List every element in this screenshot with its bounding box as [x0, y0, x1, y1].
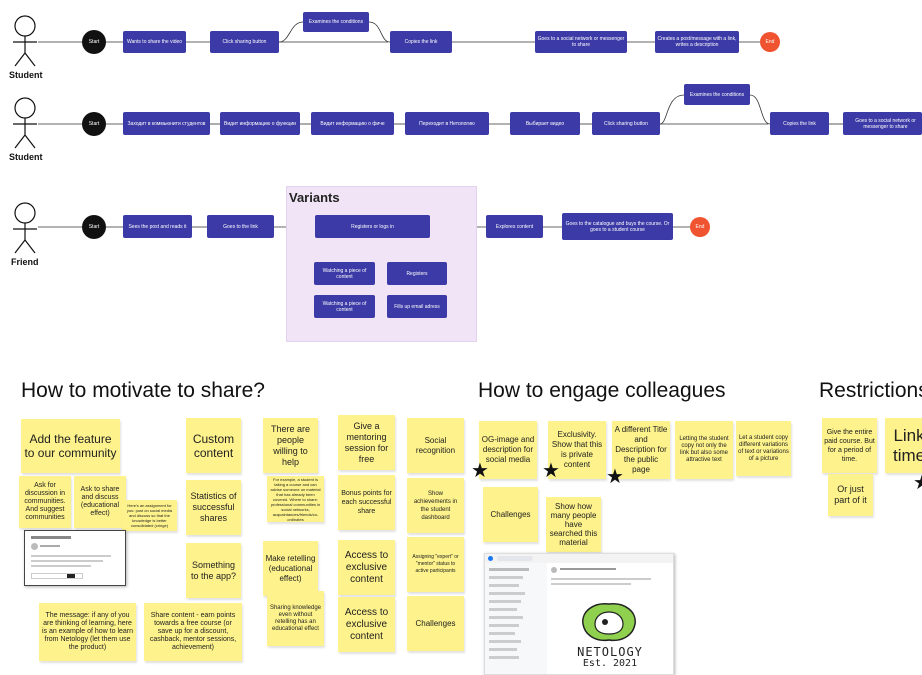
sticky-note: Add the feature to our community	[21, 419, 120, 473]
flow3-step: Goes to the catalogue and buys the cours…	[562, 213, 673, 240]
sticky-note: Assigning "expert" or "mentor" status to…	[407, 537, 464, 592]
star-icon: ★	[606, 466, 624, 488]
flow3-step: Registers	[387, 262, 447, 285]
sticky-note: Challenges	[483, 487, 538, 542]
sticky-note: Sharing knowledge even without retelling…	[267, 591, 324, 646]
flow3-step: Watching a piece of content	[314, 262, 375, 285]
flow2-step: Goes to a social network or messenger to…	[843, 112, 922, 135]
actor-label-student-2: Student	[9, 152, 43, 162]
friend-actor-icon	[13, 202, 37, 254]
logo-wordmark: NETOLOGY	[577, 645, 643, 659]
flow1-step: Examines the conditions	[303, 12, 369, 32]
sticky-note: Give the entire paid course. But for a p…	[822, 418, 877, 473]
flow2-start-node: Start	[82, 112, 106, 136]
sticky-note: Give a mentoring session for free	[338, 415, 395, 470]
flow3-step: Watching a piece of content	[314, 295, 375, 318]
flow2-step: Examines the conditions	[684, 84, 750, 105]
social-feed-screenshot: NETOLOGY Est. 2021	[484, 553, 674, 675]
star-icon: ★	[913, 472, 922, 494]
flow2-step: Заходит в коммьюнити студентов	[123, 112, 210, 135]
sticky-note: Custom content	[186, 418, 241, 473]
actor-label-student-1: Student	[9, 70, 43, 80]
sticky-note: Something to the app?	[186, 543, 241, 598]
flow3-step: Fills up email adress	[387, 295, 447, 318]
sticky-note: Share content - earn points towards a fr…	[144, 603, 242, 661]
flow1-step: Copies the link	[390, 31, 452, 53]
flow3-start-node: Start	[82, 215, 106, 239]
sticky-note: For example, a student is taking a cours…	[267, 476, 324, 522]
sticky-note: Exclusivity. Show that this is private c…	[548, 421, 606, 479]
flow2-step: Видит информацию о фиче	[311, 112, 394, 135]
sticky-note: Ask to share and discuss (educational ef…	[74, 476, 126, 528]
sticky-note: Or just part of it	[828, 474, 873, 516]
flow3-step: Explores content	[486, 215, 543, 238]
sticky-note: Bonus points for each successful share	[338, 475, 395, 530]
actor-label-friend: Friend	[11, 257, 39, 267]
student-actor-icon	[13, 15, 37, 67]
flow1-step: Wants to share the video	[123, 31, 186, 53]
star-icon: ★	[471, 460, 489, 482]
sticky-note: A different Title and Description for th…	[612, 421, 670, 479]
sticky-note: Show how many people have searched this …	[546, 497, 601, 552]
sticky-note: Here's an assignment for you: post on so…	[122, 500, 177, 531]
flow1-step: Creates a post/message with a link, writ…	[655, 31, 739, 53]
star-icon: ★	[542, 460, 560, 482]
flow2-step: Видит информацию о функции	[220, 112, 300, 135]
flow2-step: Выбирает видео	[510, 112, 580, 135]
community-post-screenshot	[24, 530, 126, 586]
sticky-note: Statistics of successful shares	[186, 480, 241, 535]
sticky-note: Letting the student copy not only the li…	[675, 421, 733, 479]
logo-subtitle: Est. 2021	[582, 658, 638, 669]
sticky-note: OG-image and description for social medi…	[479, 421, 537, 479]
flow2-step: Переходит в Нетологию	[405, 112, 489, 135]
flow1-step: Goes to a social network or messenger to…	[535, 31, 627, 53]
netology-logo-icon	[582, 603, 636, 642]
sticky-note: Show achievements in the student dashboa…	[407, 478, 464, 533]
sticky-note: There are people willing to help	[263, 418, 318, 473]
flow1-end-node: End	[760, 32, 780, 52]
flow2-step: Click sharing button	[592, 112, 660, 135]
section-title-restrictions: Restrictions	[819, 379, 922, 402]
sticky-note: The message: if any of you are thinking …	[39, 603, 136, 661]
sticky-note: Challenges	[407, 596, 464, 651]
sticky-note: Access to exclusive content	[338, 540, 395, 595]
sticky-note: Let a student copy different variations …	[736, 421, 791, 476]
variants-title: Variants	[289, 190, 340, 205]
section-title-motivate: How to motivate to share?	[21, 379, 265, 402]
sticky-note: Social recognition	[407, 418, 464, 473]
flow3-step: Goes to the link	[207, 215, 274, 238]
section-title-engage: How to engage colleagues	[478, 379, 726, 402]
flow3-step: Registers or logs in	[315, 215, 430, 238]
flow3-step: Sees the post and reads it	[123, 215, 192, 238]
flow2-step: Copies the link	[770, 112, 829, 135]
sticky-note: Access to exclusive content	[338, 597, 395, 652]
flow3-end-node: End	[690, 217, 710, 237]
sticky-note: Make retelling (educational effect)	[263, 541, 318, 596]
flow1-step: Click sharing button	[210, 31, 279, 53]
sticky-note: Link time	[885, 418, 922, 473]
flow1-start-node: Start	[82, 30, 106, 54]
sticky-note: Ask for discussion in communities. And s…	[19, 476, 71, 528]
student-actor-icon	[13, 97, 37, 149]
